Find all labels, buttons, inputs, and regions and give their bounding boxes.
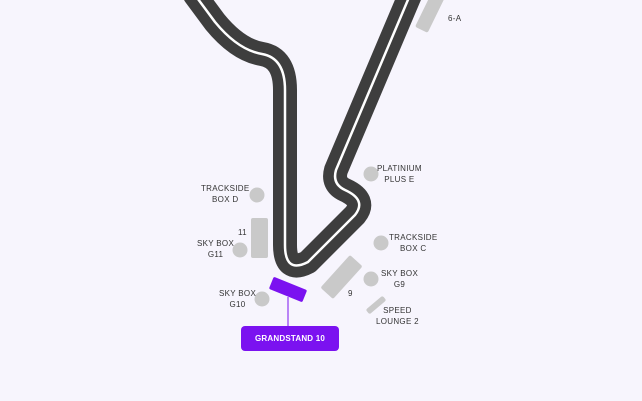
race-track	[184, 0, 421, 278]
label-line: PLATINIUM	[377, 164, 422, 173]
facility-platinium-plus-e[interactable]	[363, 166, 379, 182]
label-sky-box-g10: SKY BOX G10	[219, 288, 256, 310]
facility-trackside-box-d[interactable]	[249, 187, 265, 203]
label-line: BOX C	[400, 244, 427, 253]
label-6a: 6-A	[448, 14, 462, 23]
label-line: BOX D	[212, 195, 239, 204]
label-line: SKY BOX	[197, 239, 235, 248]
facility-speed-lounge-2[interactable]	[366, 296, 387, 315]
label-platinium-plus-e: PLATINIUM PLUS E	[377, 163, 422, 185]
label-line: SKY BOX	[381, 269, 419, 278]
facility-sky-box-g11[interactable]	[232, 242, 248, 258]
facility-11[interactable]	[251, 218, 268, 258]
label-line: TRACKSIDE	[389, 233, 438, 242]
facility-grandstand-10[interactable]	[269, 277, 307, 303]
label-line: G9	[393, 280, 406, 289]
facility-sky-box-g9[interactable]	[363, 271, 379, 287]
grandstand-10-button[interactable]: GRANDSTAND 10	[241, 326, 339, 351]
label-line: SKY BOX	[219, 289, 257, 298]
label-trackside-box-d: TRACKSIDE BOX D	[201, 183, 250, 205]
label-9: 9	[348, 289, 353, 298]
label-sky-box-g9: SKY BOX G9	[381, 268, 418, 290]
label-line: LOUNGE 2	[376, 317, 419, 326]
label-line: G10	[229, 300, 246, 309]
facility-trackside-box-c[interactable]	[373, 235, 389, 251]
label-trackside-box-c: TRACKSIDE BOX C	[389, 232, 438, 254]
label-line: PLUS E	[384, 175, 415, 184]
label-11: 11	[238, 228, 247, 237]
label-line: TRACKSIDE	[201, 184, 250, 193]
label-sky-box-g11: SKY BOX G11	[197, 238, 234, 260]
facility-sky-box-g10[interactable]	[254, 291, 270, 307]
label-line: G11	[207, 250, 224, 259]
label-speed-lounge-2: SPEED LOUNGE 2	[376, 305, 419, 327]
facility-9[interactable]	[320, 255, 362, 299]
label-line: SPEED	[383, 306, 412, 315]
facility-6a[interactable]	[415, 0, 447, 33]
